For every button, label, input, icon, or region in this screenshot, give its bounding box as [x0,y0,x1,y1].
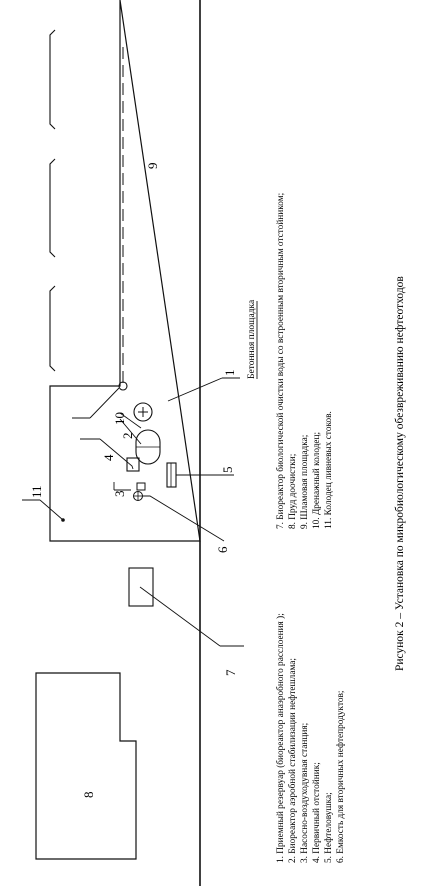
drawing-rotated: 8 9 7 11 10 4 2 3 6 5 1 Бетонная площадк… [22,0,406,886]
leader-11 [39,499,64,521]
bioreactor-7 [128,567,154,607]
legend-item-4: 4. Первичный отстойник; [311,762,322,863]
legend-item-3: 3. Насосно-воздуходувная станция; [300,723,310,863]
label-8: 8 [81,792,96,799]
label-2: 2 [120,433,135,440]
legend-item-9: 9. Шламовая площадка; [300,435,310,529]
label-9: 9 [145,163,160,170]
concrete-pad [49,0,201,542]
label-6: 6 [215,546,230,553]
legend-item-2: 2. Биореактор аэробной стабилизации нефт… [287,658,298,863]
figure-caption: Рисунок 2 – Установка по микробиологичес… [394,276,406,671]
leader-10 [89,387,120,419]
label-10: 10 [112,412,127,425]
leader-2b [119,418,142,445]
oil-trap [166,462,177,488]
legend-item-7: 7. Биореактор биологической очистки воды… [275,193,286,529]
label-3: 3 [112,491,127,498]
wall-segment-1 [49,285,56,372]
leader-4 [99,438,134,470]
leader-7 [139,586,221,647]
pond-outline [35,672,137,860]
legend-item-10: 10. Дренажный колодец; [311,432,322,529]
leader-2a [119,412,142,429]
label-4: 4 [101,454,116,461]
concrete-pad-annotation: Бетонная площадка [247,299,257,379]
leader-6 [142,495,225,542]
label-11: 11 [29,485,44,498]
leader-1 [167,377,223,402]
wall-segment-3 [49,29,56,130]
legend-item-11: 11. Колодец ливневых стоков. [324,411,334,529]
receiving-tank [133,402,153,422]
primary-settler [126,457,140,472]
drainage-well [118,381,128,391]
wall-segment-2 [49,158,56,258]
legend-item-6: 6. Емкость для вторичных нефтепродуктов; [335,690,346,863]
label-5: 5 [220,467,235,474]
label-1: 1 [222,370,237,377]
legend-item-1: 1. Приемный резервуар (биореактор анаэро… [275,613,286,863]
legend-item-5: 5. Нефтеловушка; [323,792,334,863]
legend-item-8: 8. Пруд доочистки; [288,454,298,529]
pump-station [136,482,146,491]
label-7: 7 [223,669,238,676]
